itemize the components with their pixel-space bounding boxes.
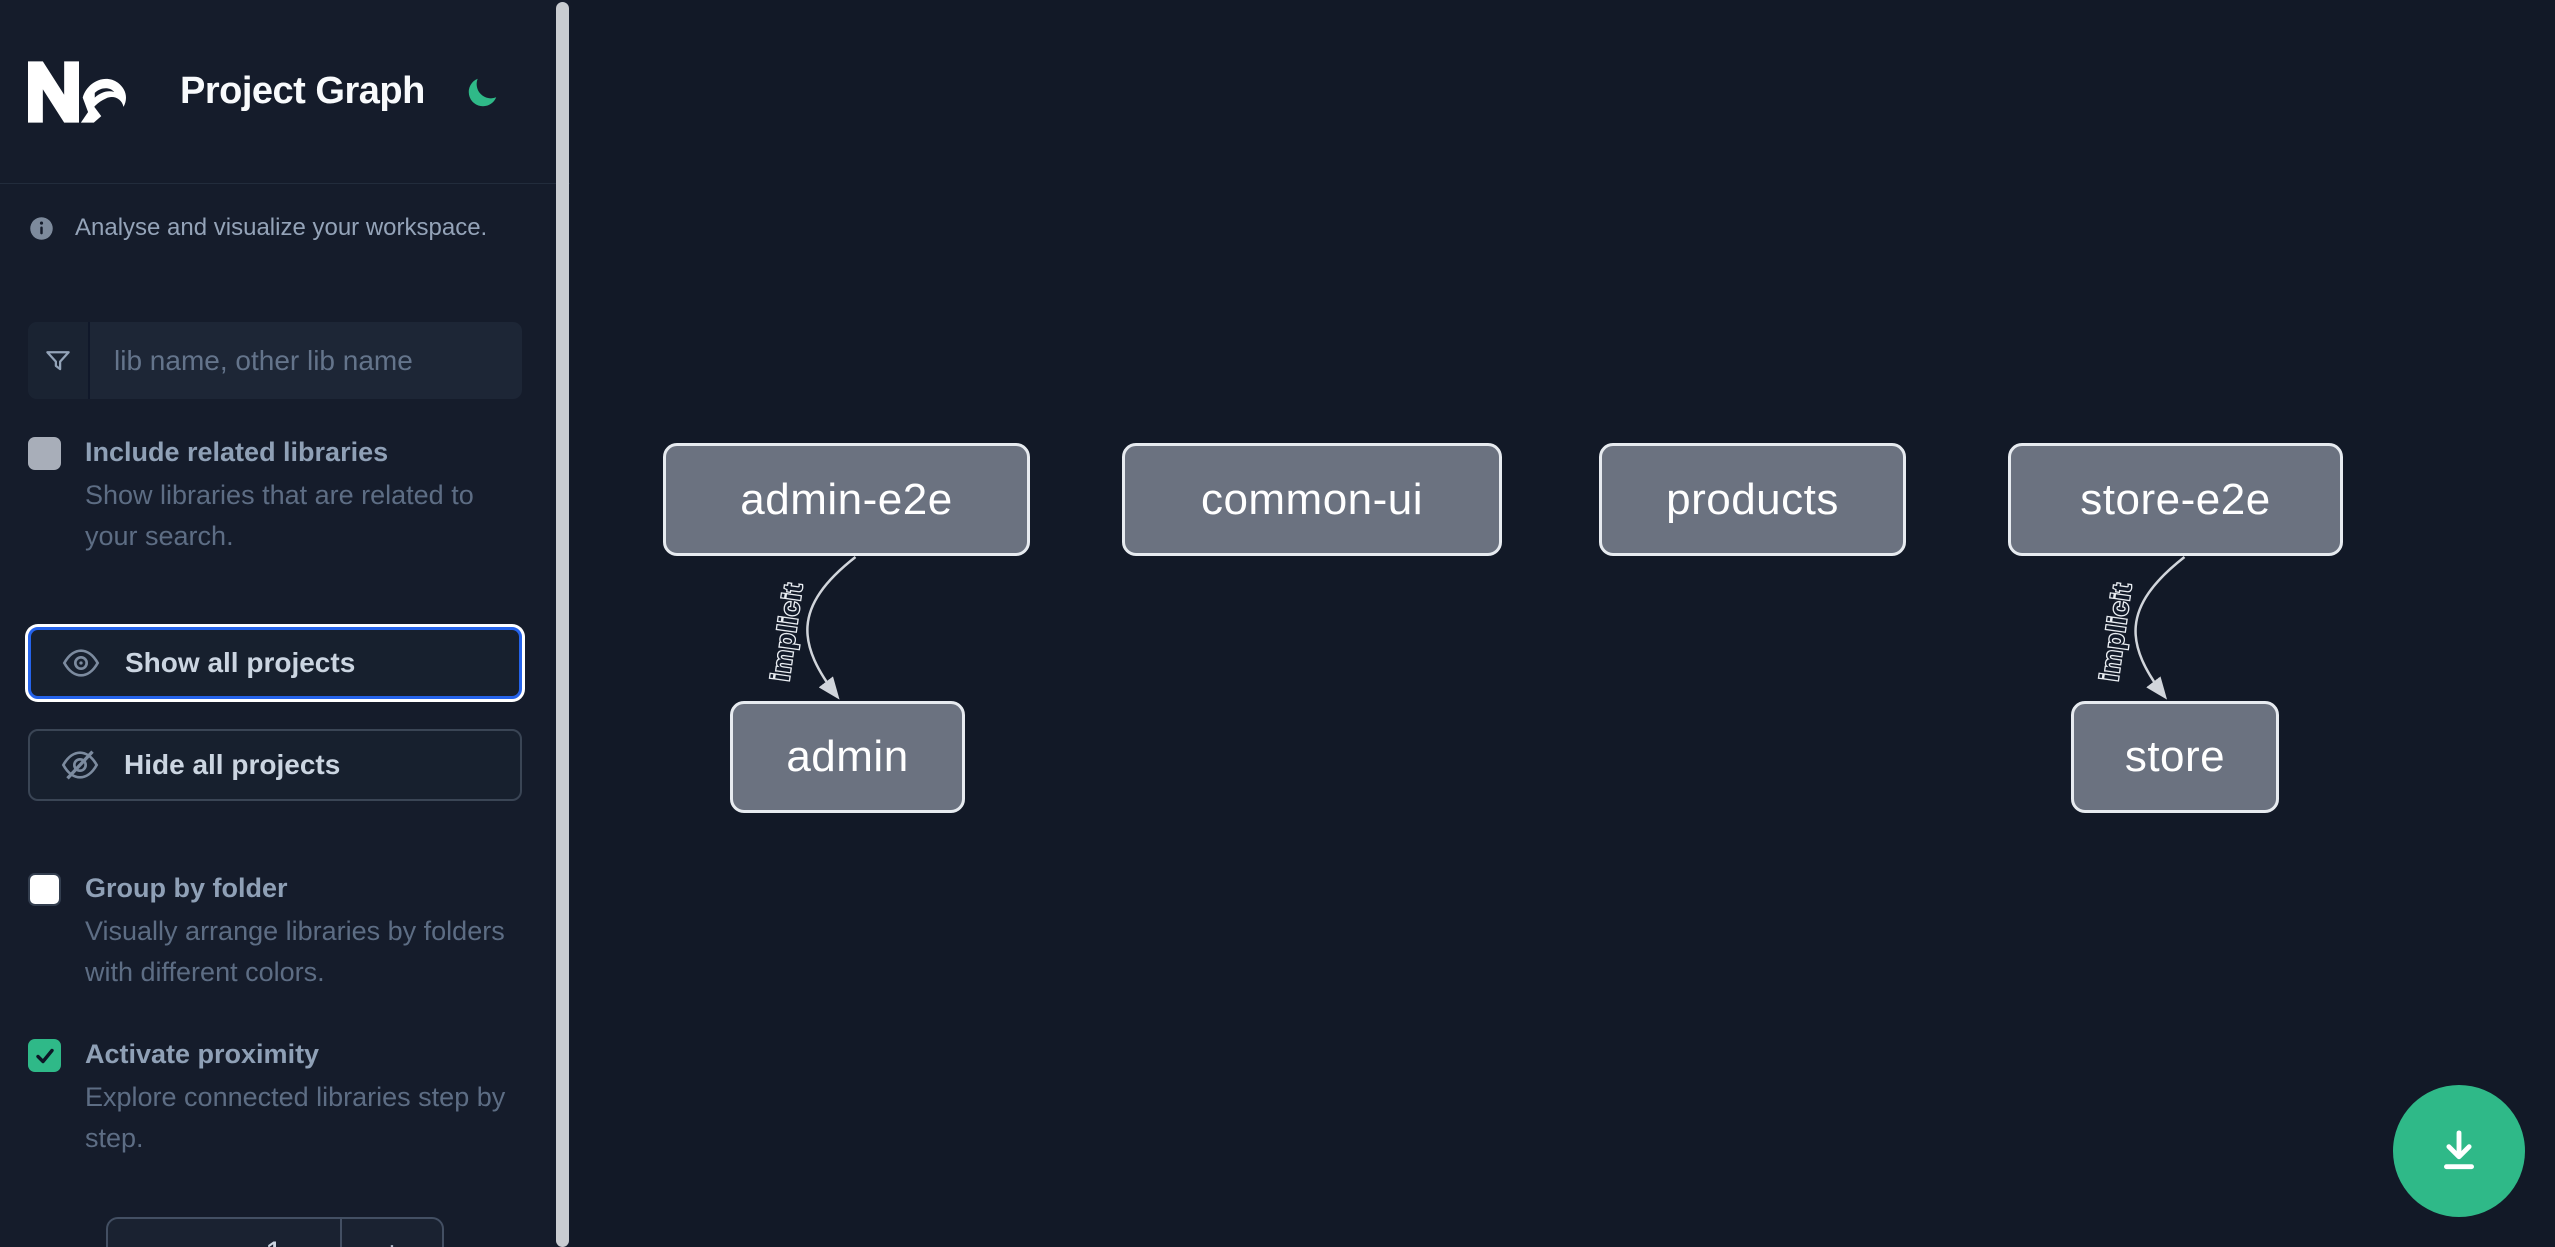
search-box: [28, 322, 522, 399]
activate-proximity-description: Explore connected libraries step by step…: [85, 1082, 506, 1153]
group-by-folder-label: Group by folder: [85, 873, 288, 903]
sidebar-content: Analyse and visualize your workspace. In…: [0, 214, 570, 1247]
increment-button[interactable]: +: [342, 1219, 442, 1247]
group-by-folder-checkbox[interactable]: [28, 873, 61, 906]
show-all-projects-button[interactable]: Show all projects: [28, 627, 522, 699]
nx-logo: [28, 60, 126, 123]
graph-canvas[interactable]: [570, 0, 2555, 1247]
eye-icon: [62, 649, 100, 677]
group-by-folder-row[interactable]: Group by folder Visually arrange librari…: [28, 871, 522, 993]
activate-proximity-row[interactable]: Activate proximity Explore connected lib…: [28, 1037, 522, 1159]
decrement-button[interactable]: −: [108, 1219, 208, 1247]
moon-icon: [468, 78, 497, 106]
workspace-info-text: Analyse and visualize your workspace.: [75, 214, 488, 241]
hide-all-projects-button[interactable]: Hide all projects: [28, 729, 522, 801]
graph-node-store-e2e[interactable]: store-e2e: [2008, 443, 2343, 556]
group-by-folder-text: Group by folder Visually arrange librari…: [85, 871, 522, 993]
eye-off-icon: [61, 750, 99, 780]
download-icon: [2444, 1130, 2474, 1170]
include-related-label: Include related libraries: [85, 437, 389, 467]
group-by-folder-description: Visually arrange libraries by folders wi…: [85, 916, 505, 987]
show-all-projects-label: Show all projects: [125, 647, 356, 678]
workspace-info: Analyse and visualize your workspace.: [28, 214, 522, 242]
sidebar-header: Project Graph: [0, 0, 570, 184]
hide-all-projects-label: Hide all projects: [124, 749, 341, 780]
search-input[interactable]: [90, 322, 522, 399]
proximity-depth-value: 1: [208, 1219, 342, 1247]
include-related-text: Include related libraries Show libraries…: [85, 435, 522, 557]
check-icon: [35, 1048, 54, 1063]
filter-icon-segment: [28, 322, 90, 399]
include-related-row[interactable]: Include related libraries Show libraries…: [28, 435, 522, 557]
activate-proximity-checkbox[interactable]: [28, 1039, 61, 1072]
theme-toggle-button[interactable]: [463, 72, 503, 112]
download-graph-button[interactable]: [2393, 1085, 2525, 1217]
sidebar: Project Graph Analyse and visualize your…: [0, 0, 570, 1247]
include-related-description: Show libraries that are related to your …: [85, 480, 474, 551]
graph-node-admin-e2e[interactable]: admin-e2e: [663, 443, 1030, 556]
page-title: Project Graph: [180, 70, 425, 112]
graph-node-admin[interactable]: admin: [730, 701, 965, 813]
sidebar-scrollbar[interactable]: [556, 2, 569, 1247]
include-related-checkbox[interactable]: [28, 437, 61, 470]
graph-node-store[interactable]: store: [2071, 701, 2279, 813]
proximity-depth-stepper: − 1 +: [106, 1217, 444, 1247]
filter-funnel-icon: [46, 350, 70, 370]
graph-node-products[interactable]: products: [1599, 443, 1906, 556]
graph-node-common-ui[interactable]: common-ui: [1122, 443, 1502, 556]
activate-proximity-label: Activate proximity: [85, 1039, 320, 1069]
activate-proximity-text: Activate proximity Explore connected lib…: [85, 1037, 522, 1159]
info-icon: [30, 216, 53, 240]
